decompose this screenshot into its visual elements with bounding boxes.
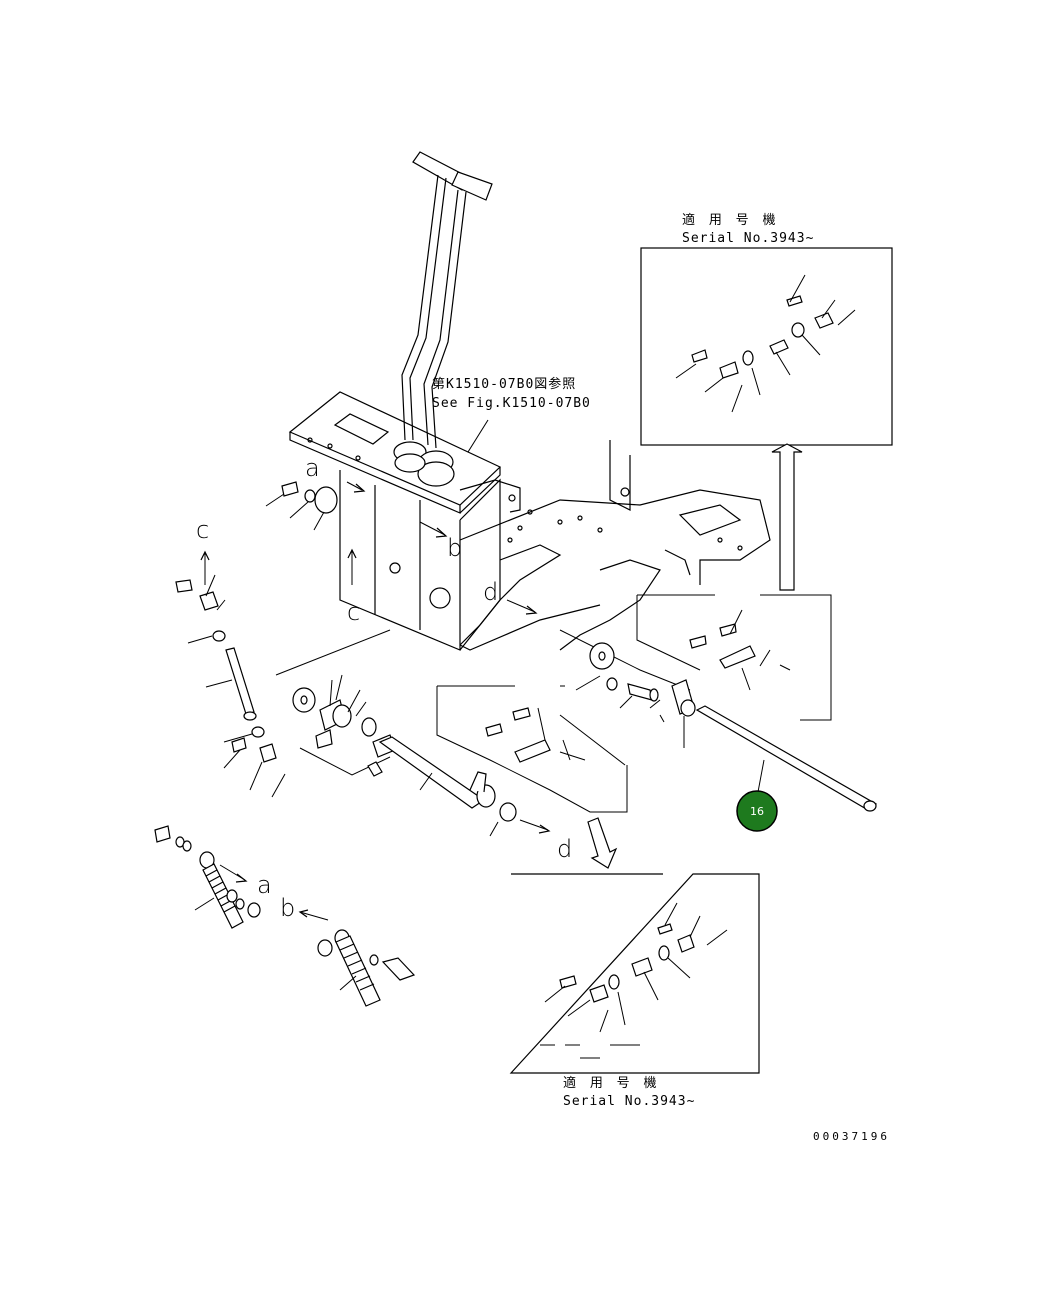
inset-top-frame — [640, 247, 893, 446]
detail-callout-box-right — [636, 594, 832, 721]
view-letter-c-mid: c — [347, 598, 360, 626]
right-shaft — [559, 629, 878, 812]
view-letter-d-upper: d — [483, 578, 498, 606]
inset-top: 適 用 号 機 Serial No.3943~ — [640, 212, 893, 591]
fig-reference-en: See Fig.K1510-07B0 — [432, 396, 591, 411]
callout-badge-16[interactable]: 16 — [736, 790, 778, 832]
detail-callout-box-left — [436, 685, 628, 813]
view-letter-d-lower: d — [557, 835, 572, 863]
inset-bottom-applicable-jp: 適 用 号 機 — [563, 1075, 659, 1091]
view-arrows — [200, 481, 551, 921]
callout-badge-circle[interactable] — [736, 790, 778, 832]
control-lever — [393, 151, 493, 487]
rod-assembly — [275, 629, 517, 837]
inset-bottom-serial: Serial No.3943~ — [563, 1094, 695, 1109]
view-letter-a-upper: a — [305, 454, 320, 482]
lever-bracket — [288, 391, 521, 651]
spring-assemblies — [154, 825, 416, 1007]
inset-bottom: 適 用 号 機 Serial No.3943~ — [509, 873, 760, 1109]
left-fasteners — [175, 481, 338, 798]
inset-top-serial: Serial No.3943~ — [682, 231, 814, 246]
fig-reference-jp: 第K1510-07B0図参照 — [432, 376, 576, 392]
floor-plate — [459, 440, 771, 651]
view-letter-a-lower: a — [257, 871, 272, 899]
down-arrow-to-inset — [587, 817, 618, 869]
view-letter-b-lower: b — [280, 894, 295, 922]
drawing-id: 00037196 — [813, 1130, 890, 1143]
view-letter-b-upper: b — [447, 534, 462, 562]
view-letter-c-left: c — [196, 516, 209, 544]
callout-badge-number: 16 — [750, 805, 764, 818]
inset-top-applicable-jp: 適 用 号 機 — [682, 212, 778, 228]
